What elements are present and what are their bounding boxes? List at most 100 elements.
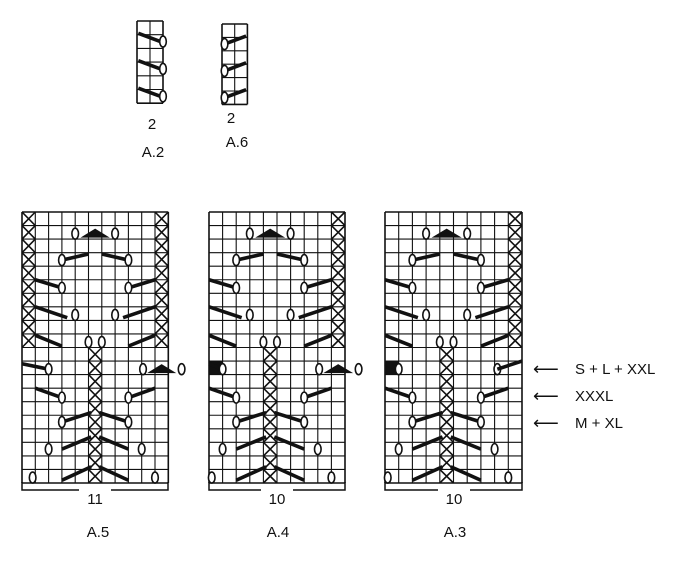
twisted-stitch-symbol — [21, 211, 36, 227]
yarn-over-symbol — [232, 281, 241, 295]
decrease-symbol — [208, 278, 237, 290]
yarn-over-symbol — [110, 308, 120, 322]
yarn-over-symbol — [408, 415, 417, 429]
yarn-over-symbol — [84, 335, 93, 349]
size-marker-m-xl: M + XL — [575, 415, 623, 432]
left-arrow-icon: ⟵ — [533, 413, 559, 433]
yarn-over-symbol — [449, 335, 458, 349]
twisted-stitch-symbol — [87, 441, 103, 457]
left-arrow-icon: ⟵ — [533, 386, 559, 406]
decrease-symbol — [137, 86, 162, 99]
twisted-stitch-symbol — [154, 252, 169, 267]
decrease-symbol — [480, 278, 509, 290]
yarn-over-symbol — [220, 37, 229, 51]
yarn-over-symbol — [71, 227, 80, 240]
decrease-symbol — [235, 465, 267, 482]
decrease-symbol — [34, 305, 68, 320]
yarn-over-symbol — [124, 415, 133, 429]
yarn-over-symbol — [300, 391, 309, 404]
yarn-over-symbol — [220, 64, 229, 78]
twisted-stitch-symbol — [439, 346, 455, 362]
decrease-symbol — [101, 252, 129, 262]
yarn-over-symbol — [504, 471, 513, 484]
yarn-over-symbol — [245, 227, 254, 240]
decrease-symbol — [480, 386, 509, 400]
yarn-over-symbol — [383, 471, 392, 484]
twisted-stitch-symbol — [21, 292, 36, 308]
a3-label: A.3 — [443, 524, 467, 541]
yarn-over-symbol — [158, 62, 168, 76]
decrease-symbol — [384, 386, 413, 400]
twisted-stitch-symbol — [439, 468, 455, 484]
yarn-over-symbol — [300, 281, 309, 295]
yarn-over-symbol — [463, 227, 472, 240]
decrease-symbol — [61, 435, 92, 451]
yarn-over-symbol — [232, 415, 241, 429]
twisted-stitch-symbol — [262, 468, 278, 484]
decrease-symbol — [496, 359, 523, 371]
a4-stitch-count: 10 — [268, 491, 286, 508]
decrease-symbol — [98, 410, 129, 424]
twisted-stitch-symbol — [154, 333, 169, 349]
twisted-stitch-symbol — [154, 211, 169, 227]
stitch-count-bracket — [208, 482, 346, 491]
twisted-stitch-symbol — [21, 306, 36, 321]
twisted-stitch-symbol — [330, 306, 346, 321]
decrease-symbol — [276, 252, 305, 262]
yarn-over-symbol — [137, 442, 146, 456]
twisted-stitch-symbol — [87, 428, 103, 443]
decrease-symbol — [208, 305, 243, 320]
twisted-stitch-symbol — [330, 319, 346, 335]
yarn-over-symbol — [408, 281, 417, 295]
twisted-stitch-symbol — [87, 414, 103, 430]
yarn-over-symbol — [435, 335, 444, 349]
twisted-stitch-symbol — [330, 333, 346, 349]
twisted-stitch-symbol — [330, 279, 346, 294]
decrease-symbol — [61, 252, 89, 262]
size-marker-s-l-xxl: S + L + XXL — [575, 361, 656, 378]
decrease-symbol — [98, 435, 130, 451]
decrease-symbol — [384, 333, 414, 348]
twisted-stitch-symbol — [507, 238, 523, 254]
twisted-stitch-symbol — [262, 414, 278, 430]
twisted-stitch-symbol — [330, 265, 346, 281]
twisted-stitch-symbol — [21, 319, 36, 335]
decrease-symbol — [127, 278, 156, 290]
yarn-over-symbol — [259, 335, 268, 349]
yarn-over-symbol — [408, 253, 417, 267]
a5-stitch-count: 11 — [87, 491, 103, 508]
twisted-stitch-symbol — [507, 224, 523, 240]
twisted-stitch-symbol — [21, 265, 36, 281]
decrease-symbol — [127, 386, 156, 400]
yarn-over-symbol — [150, 471, 160, 484]
yarn-over-symbol — [218, 362, 227, 376]
twisted-stitch-symbol — [507, 252, 523, 267]
twisted-stitch-symbol — [439, 414, 455, 430]
decrease-symbol — [98, 465, 130, 482]
decrease-symbol — [384, 305, 419, 320]
decrease-symbol — [303, 333, 333, 348]
twisted-stitch-symbol — [154, 265, 169, 281]
yarn-over-symbol — [463, 308, 472, 322]
twisted-stitch-symbol — [21, 333, 36, 349]
yarn-over-symbol — [300, 415, 309, 429]
twisted-stitch-symbol — [154, 319, 169, 335]
twisted-stitch-symbol — [439, 441, 455, 457]
triangle-decrease-symbol — [147, 364, 177, 374]
twisted-stitch-symbol — [507, 279, 523, 294]
yarn-over-symbol — [408, 391, 417, 404]
twisted-stitch-symbol — [262, 346, 278, 362]
twisted-stitch-symbol — [507, 265, 523, 281]
twisted-stitch-symbol — [21, 252, 36, 267]
decrease-symbol — [411, 435, 444, 451]
decrease-symbol — [34, 386, 63, 400]
yarn-over-symbol — [476, 253, 486, 267]
twisted-stitch-symbol — [439, 374, 455, 389]
twisted-stitch-symbol — [87, 374, 103, 389]
yarn-over-symbol — [232, 391, 241, 404]
decrease-symbol — [208, 333, 237, 348]
decrease-symbol — [273, 410, 305, 424]
decrease-symbol — [34, 333, 63, 348]
yarn-over-symbol — [57, 415, 67, 429]
